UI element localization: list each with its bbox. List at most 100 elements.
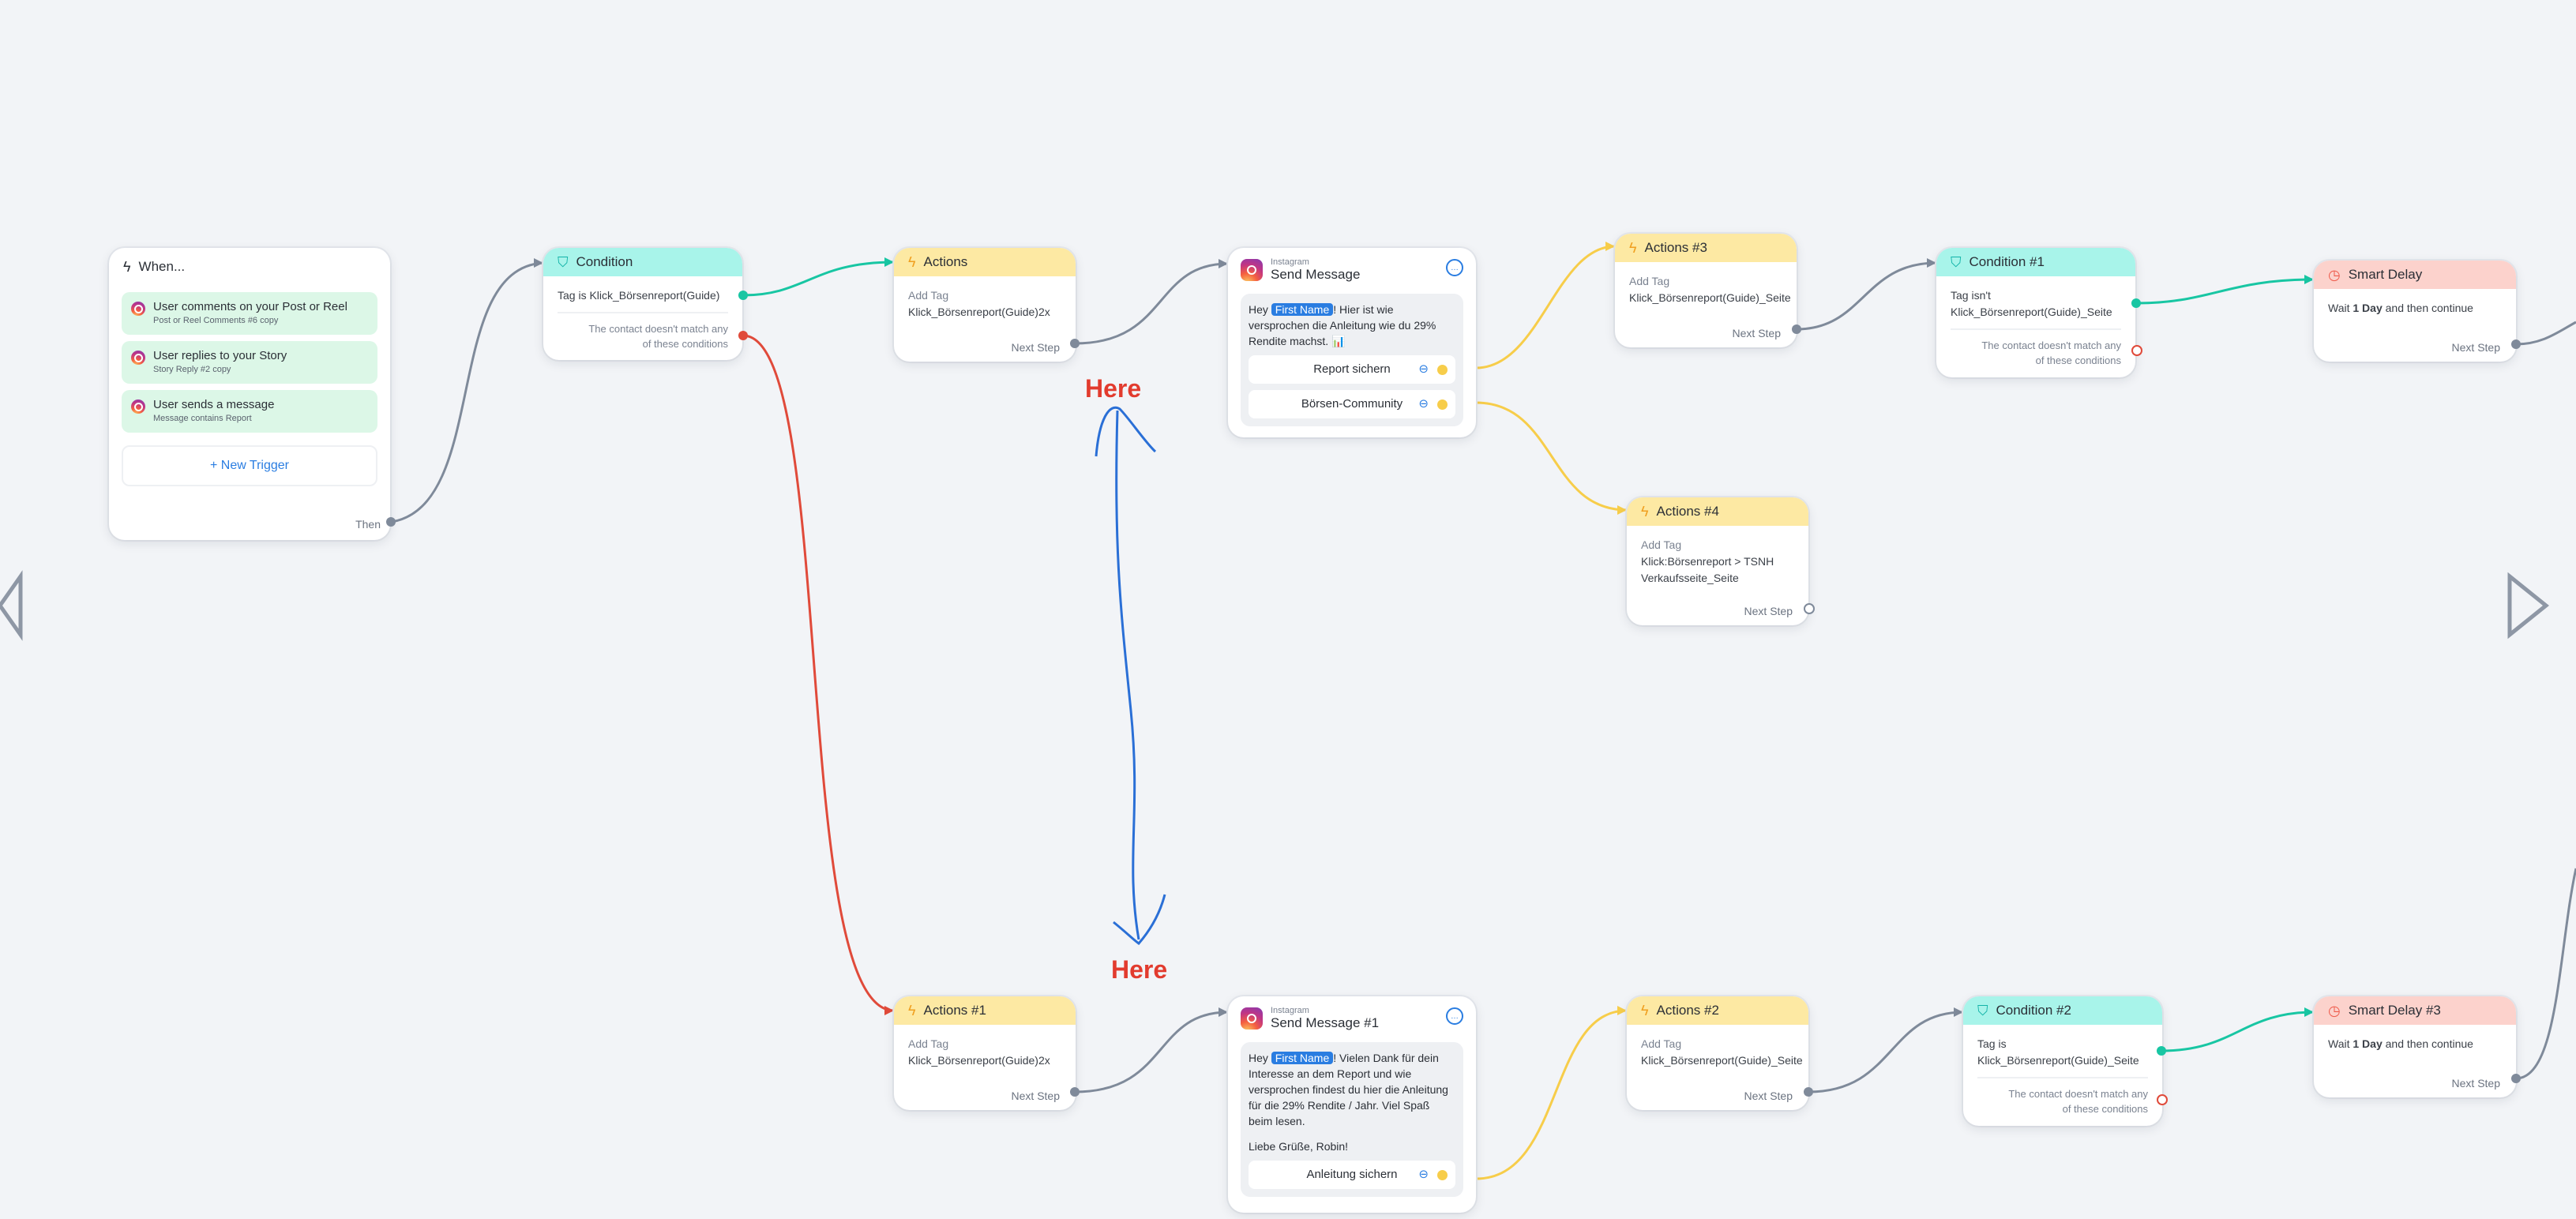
message-box[interactable]: Hey First Name! Vielen Dank für dein Int…	[1241, 1042, 1463, 1197]
trigger-out-port[interactable]	[386, 517, 396, 527]
condition-else-port[interactable]	[738, 331, 748, 340]
send-message-node[interactable]: Instagram Send Message … Hey First Name!…	[1228, 248, 1476, 437]
send-message1-title: Send Message #1	[1271, 1015, 1380, 1030]
actions1-header: ϟ Actions #1	[894, 996, 1076, 1025]
nav-right-arrow[interactable]	[2507, 572, 2549, 640]
trigger-item-message[interactable]: User sends a message Message contains Re…	[122, 390, 377, 433]
delay-amount: 1 Day	[2353, 1037, 2383, 1050]
arrowhead-condition	[534, 258, 543, 268]
actions-out-port[interactable]	[1070, 339, 1080, 348]
trigger-item-label: User comments on your Post or Reel	[153, 300, 347, 313]
button-anleitung-sichern[interactable]: Anleitung sichern ⊖	[1249, 1161, 1455, 1189]
trigger-item-sub: Story Reply #2 copy	[153, 365, 231, 374]
annotation-here-bottom: Here	[1111, 955, 1168, 984]
chat-bubble-icon[interactable]: …	[1446, 259, 1463, 276]
actions3-op: Add Tag	[1629, 275, 1670, 287]
actions-value: Klick_Börsenreport(Guide)2x	[908, 306, 1050, 318]
smart-delay3-out-port[interactable]	[2511, 1074, 2521, 1083]
trigger-item-comments[interactable]: User comments on your Post or Reel Post …	[122, 292, 377, 335]
button-port[interactable]	[1437, 365, 1448, 375]
condition2-match-port[interactable]	[2157, 1046, 2166, 1056]
condition2-rule-type: Tag is	[1977, 1037, 2007, 1050]
actions2-out-port[interactable]	[1804, 1087, 1813, 1097]
next-step-label: Next Step	[2451, 1077, 2500, 1090]
condition2-node[interactable]: ⛉ Condition #2 Tag is Klick_Börsenreport…	[1963, 996, 2162, 1126]
button-port[interactable]	[1437, 399, 1448, 410]
condition1-else: The contact doesn't match any of these c…	[1981, 339, 2121, 366]
nav-left-arrow[interactable]	[0, 570, 23, 641]
trigger-item-story-reply[interactable]: User replies to your Story Story Reply #…	[122, 341, 377, 384]
button-label: Report sichern	[1313, 362, 1391, 376]
message-box[interactable]: Hey First Name! Hier ist wie versprochen…	[1241, 294, 1463, 426]
trigger-item-label: User sends a message	[153, 398, 275, 411]
wire-actions2-condition2	[1808, 1011, 1964, 1093]
arrowhead-condition1	[1927, 258, 1936, 268]
arrowhead-actions4	[1617, 505, 1627, 515]
actions3-header: ϟ Actions #3	[1615, 234, 1797, 262]
smart-delay-out-port[interactable]	[2511, 339, 2521, 349]
actions4-out-port[interactable]	[1804, 603, 1815, 614]
trigger-header: ϟ When...	[109, 248, 390, 286]
condition2-header: ⛉ Condition #2	[1963, 996, 2162, 1025]
actions4-op: Add Tag	[1641, 538, 1682, 551]
send-message-title: Send Message	[1271, 267, 1361, 282]
annotation-here-top: Here	[1085, 374, 1142, 403]
lightning-icon: ϟ	[908, 254, 916, 270]
send-message1-node[interactable]: Instagram Send Message #1 … Hey First Na…	[1228, 996, 1476, 1213]
condition1-else-port[interactable]	[2131, 345, 2142, 356]
actions-header: ϟ Actions	[894, 248, 1076, 276]
trigger-node[interactable]: ϟ When... User comments on your Post or …	[109, 248, 390, 540]
arrowhead-sendmessage1	[1219, 1007, 1228, 1017]
chat-bubble-icon[interactable]: …	[1446, 1007, 1463, 1025]
actions2-header: ϟ Actions #2	[1627, 996, 1808, 1025]
wire-delay3-out	[2515, 868, 2576, 1080]
trigger-item-sub: Message contains Report	[153, 414, 252, 423]
button-report-sichern[interactable]: Report sichern ⊖	[1249, 355, 1455, 384]
condition2-else-port[interactable]	[2157, 1094, 2168, 1105]
next-step-label: Next Step	[1011, 1090, 1060, 1102]
message-greeting: Hey	[1249, 303, 1268, 316]
arrowhead-delay	[2304, 275, 2314, 284]
actions1-title: Actions #1	[923, 1003, 986, 1018]
filter-icon: ⛉	[1951, 254, 1962, 270]
lightning-icon: ϟ	[1629, 240, 1637, 256]
actions2-node[interactable]: ϟ Actions #2 Add Tag Klick_Börsenreport(…	[1627, 996, 1808, 1110]
arrowhead-actions1	[884, 1006, 894, 1015]
message-body: ! Vielen Dank für dein Interesse an dem …	[1249, 1052, 1448, 1127]
smart-delay-header: ◷ Smart Delay	[2314, 261, 2516, 289]
divider	[1977, 1077, 2148, 1078]
wire-actions-sendmessage	[1074, 262, 1229, 345]
actions3-node[interactable]: ϟ Actions #3 Add Tag Klick_Börsenreport(…	[1615, 234, 1797, 347]
arrowhead-actions2	[1617, 1006, 1627, 1015]
actions2-value: Klick_Börsenreport(Guide)_Seite	[1641, 1054, 1803, 1067]
condition-rule: Tag is Klick_Börsenreport(Guide)	[558, 289, 720, 302]
actions3-out-port[interactable]	[1792, 324, 1801, 334]
annotation-blue-line	[1115, 410, 1140, 940]
condition1-match-port[interactable]	[2131, 298, 2141, 308]
message-text: Hey First Name! Vielen Dank für dein Int…	[1249, 1050, 1455, 1129]
condition1-node[interactable]: ⛉ Condition #1 Tag isn't Klick_Börsenrep…	[1936, 248, 2135, 377]
smart-delay-node[interactable]: ◷ Smart Delay Wait 1 Day and then contin…	[2314, 261, 2516, 362]
button-boersen-community[interactable]: Börsen-Community ⊖	[1249, 390, 1455, 418]
filter-icon: ⛉	[1977, 1003, 1988, 1018]
instagram-icon	[131, 399, 145, 414]
button-port[interactable]	[1437, 1170, 1448, 1180]
divider	[558, 312, 728, 313]
arrowhead-sendmessage	[1219, 259, 1228, 268]
actions-node[interactable]: ϟ Actions Add Tag Klick_Börsenreport(Gui…	[894, 248, 1076, 362]
condition-match-port[interactable]	[738, 291, 748, 300]
link-icon: ⊖	[1418, 362, 1429, 376]
wire-actions3-condition1	[1796, 261, 1937, 331]
actions1-out-port[interactable]	[1070, 1087, 1080, 1097]
lightning-icon: ϟ	[123, 259, 131, 275]
actions1-op: Add Tag	[908, 1037, 949, 1050]
actions2-title: Actions #2	[1656, 1003, 1719, 1018]
condition1-title: Condition #1	[1969, 254, 2045, 269]
actions4-node[interactable]: ϟ Actions #4 Add Tag Klick:Börsenreport …	[1627, 497, 1808, 625]
new-trigger-button[interactable]: + New Trigger	[122, 445, 377, 486]
condition-node[interactable]: ⛉ Condition Tag is Klick_Börsenreport(Gu…	[543, 248, 742, 360]
then-label: Then	[355, 518, 381, 531]
actions1-node[interactable]: ϟ Actions #1 Add Tag Klick_Börsenreport(…	[894, 996, 1076, 1110]
smart-delay3-node[interactable]: ◷ Smart Delay #3 Wait 1 Day and then con…	[2314, 996, 2516, 1097]
